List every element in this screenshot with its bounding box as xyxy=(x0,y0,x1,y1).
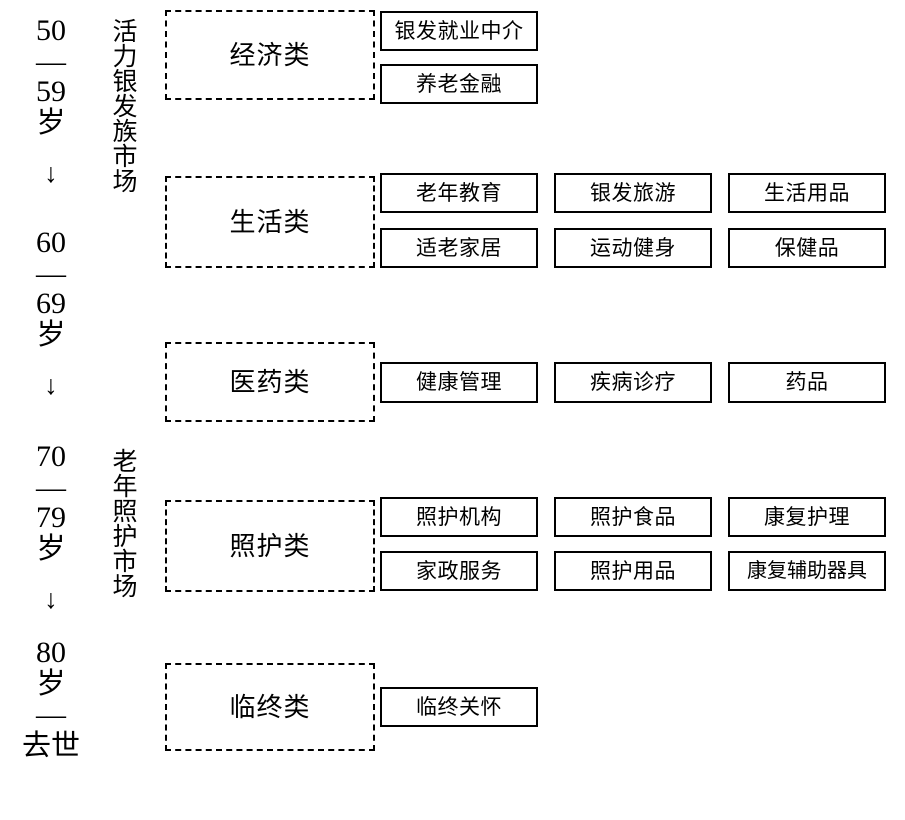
category-label: 临终类 xyxy=(229,692,311,722)
leaf-box-hospice-care[interactable]: 临终关怀 xyxy=(380,687,538,727)
leaf-box-daily-necessities[interactable]: 生活用品 xyxy=(728,173,886,213)
category-label: 医药类 xyxy=(229,367,311,397)
age-band-80-death: 80 岁 — 去世 xyxy=(20,638,82,761)
age-range-dash: — xyxy=(36,257,66,290)
category-label: 经济类 xyxy=(229,40,311,70)
leaf-box-silver-employment-agency[interactable]: 银发就业中介 xyxy=(380,11,538,51)
leaf-box-rehabilitation-nursing[interactable]: 康复护理 xyxy=(728,497,886,537)
market-label-vitality: 活力银发族市场 xyxy=(109,18,137,193)
market-label-eldercare: 老年照护市场 xyxy=(109,448,137,598)
leaf-label: 照护机构 xyxy=(416,505,502,529)
leaf-label: 老年教育 xyxy=(416,181,502,205)
leaf-label: 照护食品 xyxy=(590,505,676,529)
category-box-care[interactable]: 照护类 xyxy=(165,500,375,592)
category-label: 生活类 xyxy=(229,207,311,237)
leaf-box-care-supplies[interactable]: 照护用品 xyxy=(554,551,712,591)
leaf-box-domestic-services[interactable]: 家政服务 xyxy=(380,551,538,591)
leaf-box-medicine[interactable]: 药品 xyxy=(728,362,886,403)
category-box-life[interactable]: 生活类 xyxy=(165,176,375,268)
age-flow-arrow-icon: ↓ xyxy=(44,583,58,614)
age-range-dash: — xyxy=(36,45,66,78)
category-box-medical[interactable]: 医药类 xyxy=(165,342,375,422)
age-end: 79 xyxy=(36,500,66,534)
age-end: 59 xyxy=(36,74,66,108)
leaf-box-silver-tourism[interactable]: 银发旅游 xyxy=(554,173,712,213)
age-start: 80 xyxy=(36,636,66,669)
age-unit: 岁 xyxy=(36,318,66,351)
leaf-box-disease-treatment[interactable]: 疾病诊疗 xyxy=(554,362,712,403)
age-range-dash: — xyxy=(36,471,66,504)
age-band-70-79: 70 — 79 岁 ↓ xyxy=(20,442,82,613)
leaf-label: 照护用品 xyxy=(590,559,676,583)
category-box-endoflife[interactable]: 临终类 xyxy=(165,663,375,751)
leaf-label: 临终关怀 xyxy=(416,695,502,719)
leaf-label: 生活用品 xyxy=(764,181,850,205)
leaf-label: 银发旅游 xyxy=(590,181,676,205)
leaf-box-care-institutions[interactable]: 照护机构 xyxy=(380,497,538,537)
leaf-box-health-management[interactable]: 健康管理 xyxy=(380,362,538,403)
leaf-label: 养老金融 xyxy=(416,72,502,96)
leaf-label: 康复护理 xyxy=(764,505,850,529)
leaf-label: 运动健身 xyxy=(590,236,676,260)
leaf-box-assistive-devices[interactable]: 康复辅助器具 xyxy=(728,551,886,591)
category-label: 照护类 xyxy=(229,531,311,561)
age-start: 50 xyxy=(36,14,66,47)
leaf-box-sports-fitness[interactable]: 运动健身 xyxy=(554,228,712,268)
age-end: 去世 xyxy=(21,729,80,762)
age-start: 60 xyxy=(36,226,66,259)
age-band-50-59: 50 — 59 岁 ↓ xyxy=(20,16,82,187)
leaf-box-age-friendly-home[interactable]: 适老家居 xyxy=(380,228,538,268)
age-flow-arrow-icon: ↓ xyxy=(44,369,58,400)
leaf-box-senior-education[interactable]: 老年教育 xyxy=(380,173,538,213)
age-range-dash: — xyxy=(36,698,66,731)
leaf-label: 康复辅助器具 xyxy=(747,560,867,582)
age-band-60-69: 60 — 69 岁 ↓ xyxy=(20,228,82,399)
leaf-label: 健康管理 xyxy=(416,371,502,394)
age-end: 69 xyxy=(36,286,66,320)
age-start: 70 xyxy=(36,440,66,473)
leaf-box-pension-finance[interactable]: 养老金融 xyxy=(380,64,538,104)
leaf-box-care-food[interactable]: 照护食品 xyxy=(554,497,712,537)
leaf-label: 药品 xyxy=(785,371,829,394)
age-flow-arrow-icon: ↓ xyxy=(44,157,58,188)
leaf-label: 银发就业中介 xyxy=(394,19,524,43)
leaf-box-health-products[interactable]: 保健品 xyxy=(728,228,886,268)
leaf-label: 家政服务 xyxy=(416,559,502,583)
category-box-economic[interactable]: 经济类 xyxy=(165,10,375,100)
age-unit: 岁 xyxy=(36,668,66,700)
age-unit: 岁 xyxy=(36,106,66,139)
leaf-label: 疾病诊疗 xyxy=(590,371,676,394)
leaf-label: 适老家居 xyxy=(416,236,502,260)
age-unit: 岁 xyxy=(36,532,66,565)
leaf-label: 保健品 xyxy=(774,236,840,260)
